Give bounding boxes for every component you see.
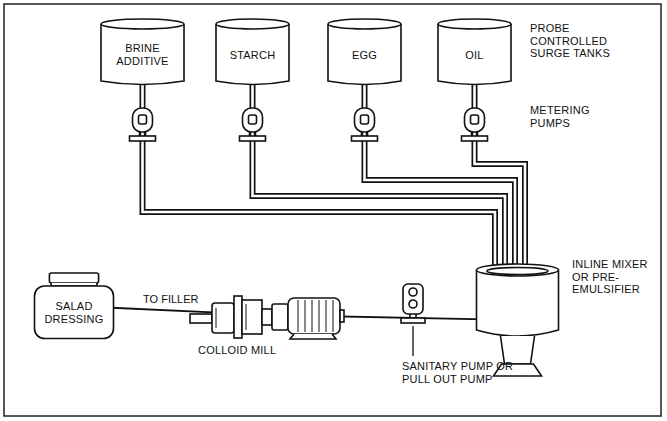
mill-outline (190, 290, 345, 340)
pump-label: METERING PUMPS (530, 104, 620, 129)
node-text: SALAD DRESSING (33, 300, 115, 325)
pipe-wall (143, 84, 496, 266)
pipe-bore (143, 84, 496, 266)
salad-dressing-jar: SALAD DRESSING (33, 272, 115, 340)
pipe (475, 84, 526, 266)
node-text: EGG (348, 49, 381, 62)
metering-pump (130, 108, 488, 141)
node-text: STARCH (226, 49, 280, 62)
colloid-mill: COLLOID MILL (190, 290, 345, 340)
pipe-bore (365, 84, 516, 266)
frame (4, 4, 661, 416)
text-holder: EGG (327, 26, 402, 84)
surge-tank: BRINE ADDITIVE (100, 18, 185, 86)
pipe (253, 84, 506, 266)
part-label: COLLOID MILL (198, 344, 308, 357)
flow-label: TO FILLER (141, 293, 200, 305)
node-text: BRINE ADDITIVE (100, 42, 185, 67)
surge-tank: OIL (437, 18, 512, 86)
surge-tank: EGG (327, 18, 402, 86)
node-text: OIL (461, 49, 487, 62)
pipe (365, 84, 516, 266)
text-holder: OIL (437, 26, 512, 84)
pipe-bore (475, 84, 526, 266)
text-holder: BRINE ADDITIVE (100, 26, 185, 84)
pipe-wall (475, 84, 526, 266)
pipe-bore (253, 84, 506, 266)
pipe-wall (253, 84, 506, 266)
text-holder: INLINE MIXER OR PRE-EMULSIFIER (572, 258, 658, 296)
text-holder: STARCH (215, 26, 290, 84)
pipe (143, 84, 496, 266)
pipe-wall (365, 84, 516, 266)
surge-tank: STARCH (215, 18, 290, 86)
pump-label: SANITARY PUMP OR PULL OUT PUMP (402, 360, 532, 385)
text-holder: COLLOID MILL (198, 344, 308, 357)
sanitary-pump (401, 284, 425, 323)
part-label: INLINE MIXER OR PRE-EMULSIFIER (572, 258, 658, 296)
text-holder: SALAD DRESSING (33, 288, 115, 338)
leader-line (412, 326, 413, 356)
tank-label: PROBE CONTROLLED SURGE TANKS (530, 22, 620, 60)
